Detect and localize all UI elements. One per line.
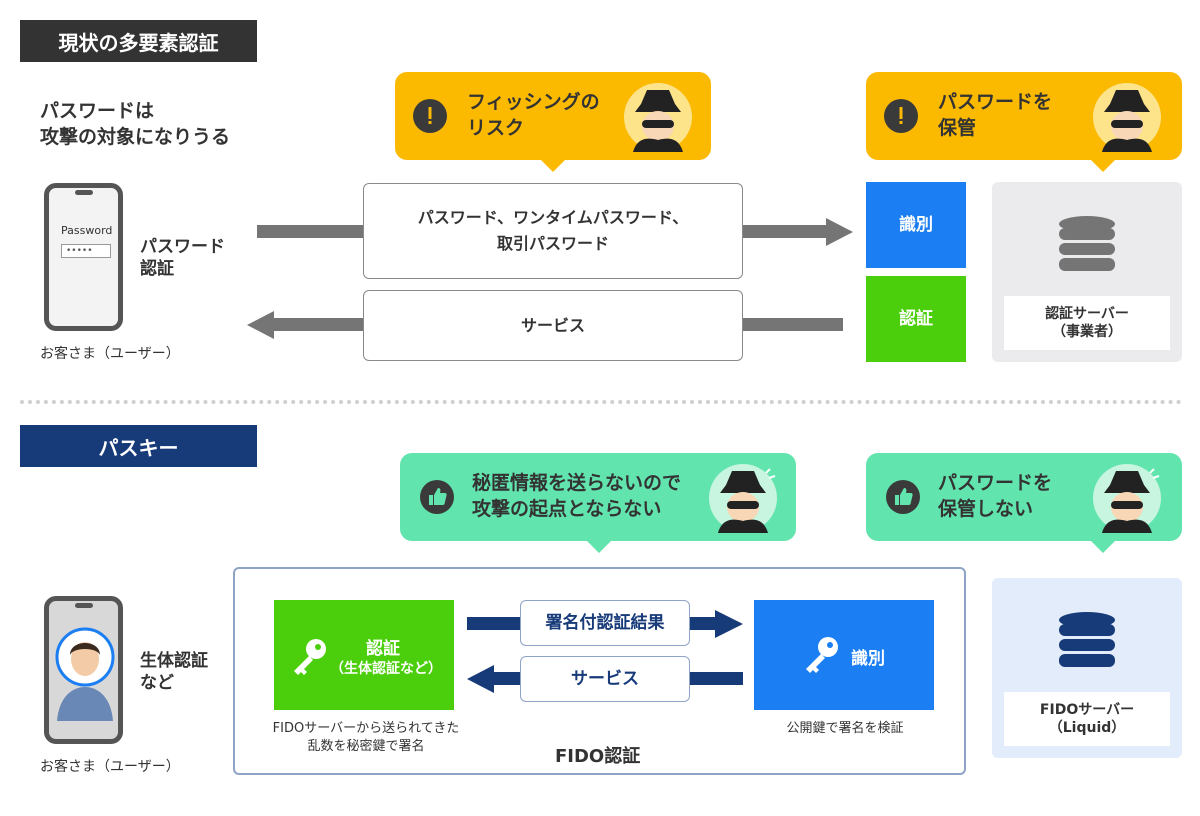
hacker-icon bbox=[1093, 83, 1161, 152]
arrow-service-left-bottom bbox=[467, 665, 743, 693]
bubble-no-password-storage: パスワードを 保管しない bbox=[866, 453, 1182, 553]
hacker-icon bbox=[709, 464, 777, 533]
bubble-storage-text: パスワードを 保管 bbox=[938, 91, 1053, 139]
section-title-text: 現状の多要素認証 bbox=[58, 30, 219, 55]
password-field-label: Password bbox=[61, 224, 113, 237]
auth-block-bottom-label: 認証 bbox=[366, 639, 400, 659]
message-service-top: サービス bbox=[363, 290, 743, 361]
thumbs-up-icon bbox=[886, 480, 920, 514]
fido-auth-frame bbox=[233, 567, 966, 775]
fido-server-sub: （Liquid） bbox=[1048, 720, 1126, 736]
key-icon bbox=[806, 637, 838, 673]
section-divider bbox=[20, 400, 1182, 404]
auth-block-bottom-sub: （生体認証など） bbox=[330, 661, 442, 677]
bubble-secret-text: 秘匿情報を送らないので 攻撃の起点とならない bbox=[472, 472, 682, 520]
phone-biometric-device bbox=[44, 596, 123, 744]
auth-server-sub: （事業者） bbox=[1052, 324, 1122, 340]
key-icon bbox=[294, 639, 326, 675]
face-scan-icon bbox=[55, 627, 115, 721]
user-label-bottom: お客さま（ユーザー） bbox=[40, 759, 180, 775]
bubble-password-storage: パスワードを 保管 bbox=[866, 72, 1182, 172]
user-label-top: お客さま（ユーザー） bbox=[40, 346, 180, 362]
bubble-phishing-risk: フィッシングの リスク bbox=[395, 72, 711, 172]
section-title-current-mfa: 現状の多要素認証 bbox=[20, 20, 257, 62]
device-caption-password: パスワード 認証 bbox=[140, 237, 225, 279]
exclamation-icon bbox=[884, 99, 918, 133]
bubble-no-secret-sent: 秘匿情報を送らないので 攻撃の起点とならない bbox=[400, 453, 796, 553]
password-field-value: ••••• bbox=[66, 246, 93, 256]
message-service-bottom: サービス bbox=[520, 656, 690, 702]
identify-block-top: 識別 bbox=[866, 182, 966, 268]
section-title-text: パスキー bbox=[98, 435, 179, 460]
bubble-tail bbox=[541, 160, 565, 172]
auth-server-label-box: 認証サーバー （事業者） bbox=[1004, 296, 1170, 350]
bubble-tail bbox=[1091, 160, 1115, 172]
bubble-nostore-text: パスワードを 保管しない bbox=[938, 472, 1053, 520]
auth-server-panel: 認証サーバー （事業者） bbox=[992, 182, 1182, 362]
fido-server-panel: FIDOサーバー （Liquid） bbox=[992, 578, 1182, 758]
auth-block-note: FIDOサーバーから送られてきた 乱数を秘密鍵で署名 bbox=[272, 721, 460, 754]
section-title-passkey: パスキー bbox=[20, 425, 257, 467]
arrow-signed-result-right bbox=[467, 610, 743, 638]
database-icon bbox=[1059, 216, 1115, 271]
auth-block-top: 認証 bbox=[866, 276, 966, 362]
auth-server-label: 認証サーバー bbox=[1045, 306, 1129, 322]
auth-block-bottom: 認証 （生体認証など） bbox=[274, 600, 454, 710]
identify-block-bottom: 識別 bbox=[754, 600, 934, 710]
database-icon bbox=[1059, 612, 1115, 667]
bubble-tail bbox=[587, 541, 611, 553]
bubble-phishing-text: フィッシングの リスク bbox=[467, 91, 600, 139]
identify-block-bottom-label: 識別 bbox=[851, 649, 885, 669]
fido-server-label-box: FIDOサーバー （Liquid） bbox=[1004, 692, 1170, 746]
device-caption-biometric: 生体認証 など bbox=[140, 651, 208, 693]
hacker-icon bbox=[624, 83, 692, 152]
fido-server-label: FIDOサーバー bbox=[1039, 702, 1135, 718]
phone-password-device: Password ••••• bbox=[44, 183, 123, 331]
message-credentials: パスワード、ワンタイムパスワード、 取引パスワード bbox=[363, 183, 743, 279]
exclamation-icon bbox=[413, 99, 447, 133]
arrow-service-left bbox=[247, 311, 843, 339]
thumbs-up-icon bbox=[420, 480, 454, 514]
message-signed-result: 署名付認証結果 bbox=[520, 600, 690, 646]
arrow-credentials-right bbox=[257, 218, 853, 246]
fido-frame-label: FIDO認証 bbox=[555, 746, 641, 767]
password-field: ••••• bbox=[61, 244, 111, 258]
hacker-icon bbox=[1093, 464, 1161, 533]
identify-block-note: 公開鍵で署名を検証 bbox=[786, 721, 904, 736]
bubble-tail bbox=[1091, 541, 1115, 553]
warning-note: パスワードは 攻撃の対象になりうる bbox=[40, 100, 231, 148]
